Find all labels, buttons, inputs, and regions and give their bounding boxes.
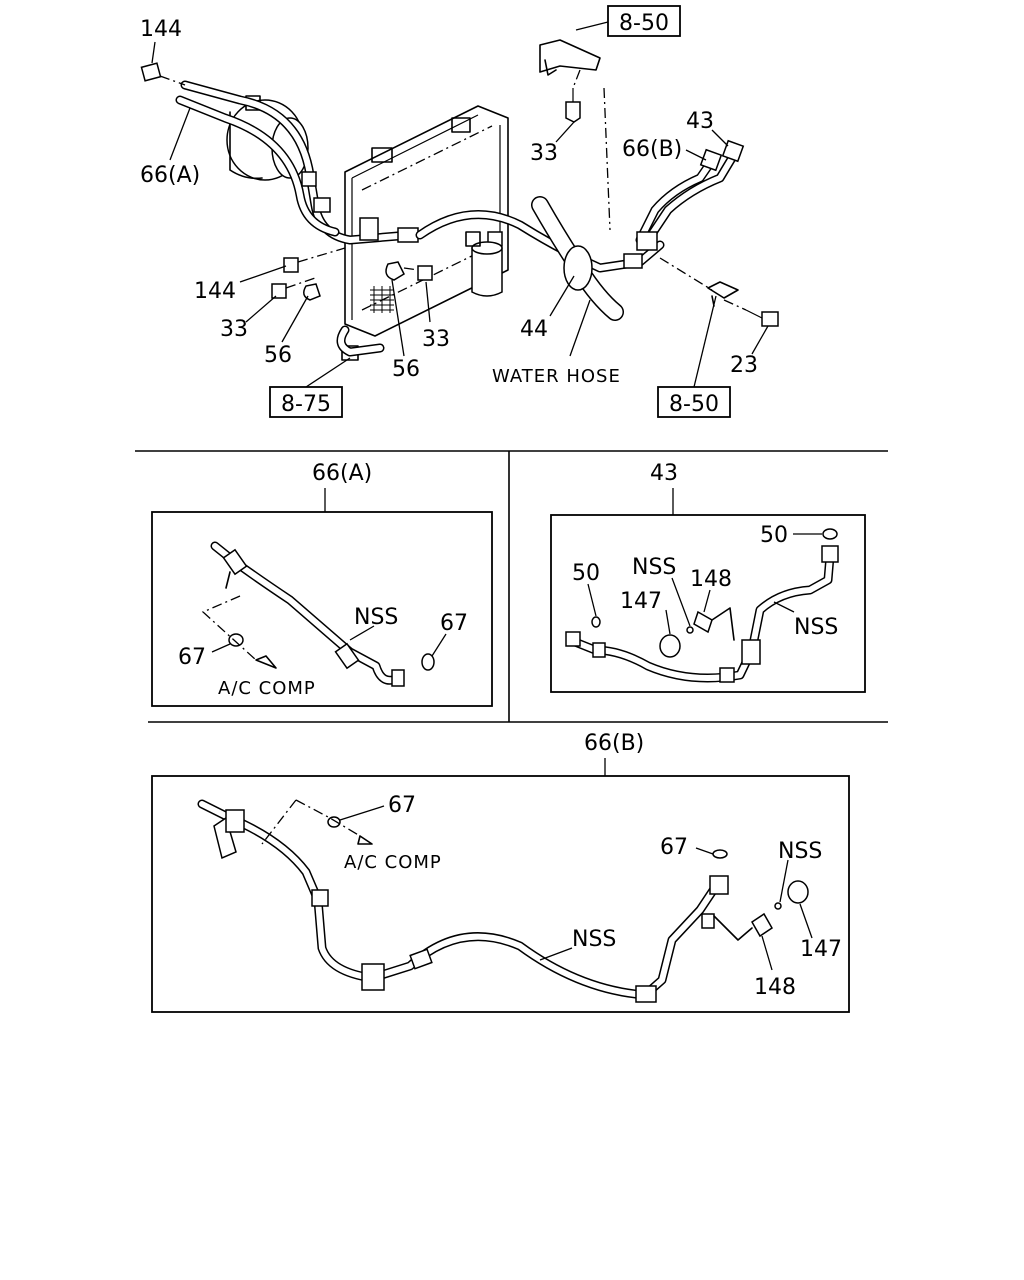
leader-lines-overview <box>151 21 769 388</box>
o-ring-67-right <box>712 849 728 859</box>
overview-assembly: 8-50 8-75 8-50 <box>140 5 779 418</box>
condenser-fins <box>370 286 394 313</box>
o-ring-50-right <box>822 528 838 540</box>
water-hose <box>531 196 624 321</box>
cap-147 <box>787 880 809 904</box>
bolt-144-mid <box>283 247 346 273</box>
cap-147 <box>659 634 681 658</box>
svg-text:8-50: 8-50 <box>669 392 719 417</box>
valve-148 <box>693 610 713 634</box>
pipe-43 <box>635 139 745 251</box>
detail-66a-frame <box>151 511 493 707</box>
detail-66a: 66(A) NSS 67 67 A/C COMP <box>151 461 493 707</box>
detail-43-frame <box>550 514 866 693</box>
detail-43-50-right[interactable]: 50 <box>760 523 788 548</box>
callout-66a[interactable]: 66(A) <box>140 163 200 188</box>
callout-33-left[interactable]: 33 <box>220 317 248 342</box>
callout-23[interactable]: 23 <box>730 353 758 378</box>
detail-66a-nss[interactable]: NSS <box>354 605 398 630</box>
brackets <box>539 39 739 307</box>
dash-43-clamp <box>659 257 713 291</box>
callout-56-mid[interactable]: 56 <box>392 357 420 382</box>
callout-56-left[interactable]: 56 <box>264 343 292 368</box>
callout-33-mid[interactable]: 33 <box>422 327 450 352</box>
condenser <box>336 105 509 361</box>
detail-66b-frame <box>151 775 850 1013</box>
valve-core-nss <box>686 626 694 634</box>
callout-33-top[interactable]: 33 <box>530 141 558 166</box>
detail-43: 43 50 50 NSS 148 147 NSS <box>550 461 866 693</box>
detail-43-148[interactable]: 148 <box>690 567 732 592</box>
receiver-drier <box>465 231 503 297</box>
dash-8-50-path <box>603 87 611 231</box>
ref-box-8-50-top[interactable]: 8-50 <box>607 5 681 37</box>
ref-box-8-50-bottom[interactable]: 8-50 <box>657 386 731 418</box>
detail-66b-title: 66(B) <box>584 731 644 756</box>
detail-43-50-left[interactable]: 50 <box>572 561 600 586</box>
callout-66b[interactable]: 66(B) <box>622 137 682 162</box>
water-hose-label: WATER HOSE <box>492 366 621 387</box>
callout-44[interactable]: 44 <box>520 317 548 342</box>
detail-66b-67-right[interactable]: 67 <box>660 835 688 860</box>
o-ring-67-left <box>228 633 244 647</box>
bolt-33-top <box>565 69 581 123</box>
svg-text:8-75: 8-75 <box>281 392 331 417</box>
callout-144-top[interactable]: 144 <box>140 17 182 42</box>
bolt-33-left <box>271 277 316 299</box>
detail-43-title: 43 <box>650 461 678 486</box>
o-ring-67-right <box>421 653 435 671</box>
clamp-56-left <box>303 283 321 301</box>
callout-43[interactable]: 43 <box>686 109 714 134</box>
detail-66a-67-right[interactable]: 67 <box>440 611 468 636</box>
o-ring-50-left <box>591 616 601 628</box>
callout-144-mid[interactable]: 144 <box>194 279 236 304</box>
detail-66b-nss-right[interactable]: NSS <box>778 839 822 864</box>
detail-66a-title: 66(A) <box>312 461 372 486</box>
detail-43-nss-top[interactable]: NSS <box>632 555 676 580</box>
svg-text:8-50: 8-50 <box>619 11 669 36</box>
bolt-144-top <box>140 62 186 86</box>
ref-box-8-75[interactable]: 8-75 <box>269 386 343 418</box>
detail-43-147[interactable]: 147 <box>620 589 662 614</box>
pipe-66a <box>175 80 419 245</box>
valve-core-nss <box>774 902 782 910</box>
detail-66a-ac-comp: A/C COMP <box>218 678 316 699</box>
detail-66b-ac-comp: A/C COMP <box>344 852 442 873</box>
clamp-56-mid <box>385 261 405 281</box>
detail-43-nss-right[interactable]: NSS <box>794 615 838 640</box>
o-ring-67-top <box>327 816 341 828</box>
detail-66b-nss-mid[interactable]: NSS <box>572 927 616 952</box>
detail-66b-67-top[interactable]: 67 <box>388 793 416 818</box>
detail-66b-147[interactable]: 147 <box>800 937 842 962</box>
detail-66b: 66(B) 67 A/C COMP 67 NSS NSS 147 148 <box>151 731 850 1013</box>
detail-66a-67-left[interactable]: 67 <box>178 645 206 670</box>
valve-148 <box>751 912 773 938</box>
bolt-33-mid <box>403 265 433 281</box>
detail-66b-148[interactable]: 148 <box>754 975 796 1000</box>
bolt-23 <box>723 299 779 327</box>
